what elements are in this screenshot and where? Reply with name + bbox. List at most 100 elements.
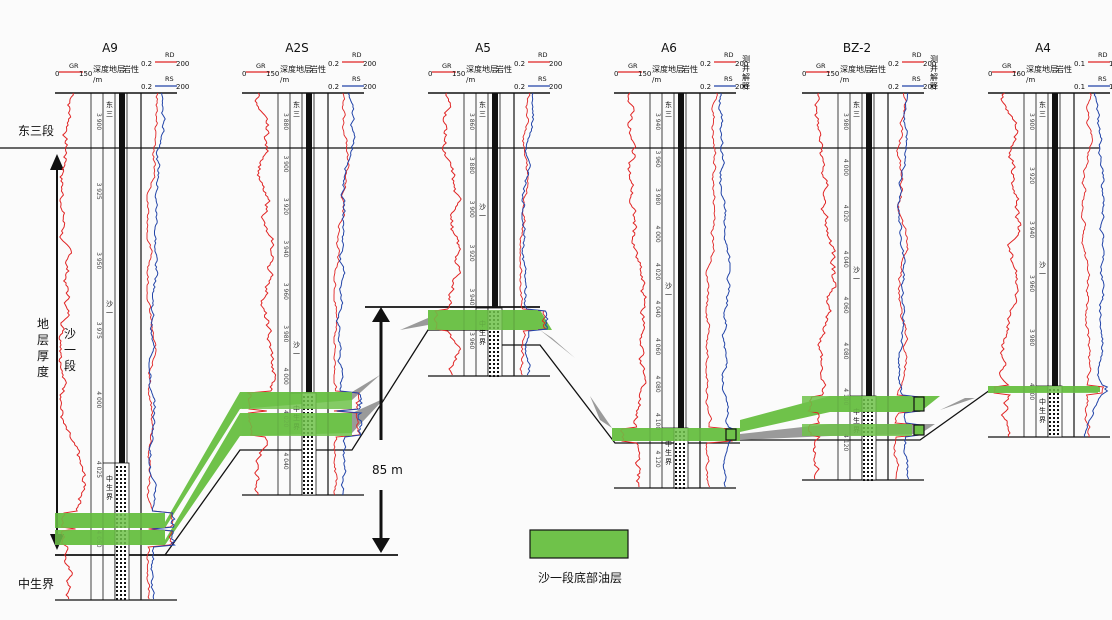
rs-max: 100 bbox=[1109, 83, 1112, 91]
lithology-dot bbox=[679, 479, 681, 481]
depth-tick-label: 4 120 bbox=[842, 434, 849, 451]
gr-min: 0 bbox=[988, 70, 992, 78]
lithology-dot bbox=[120, 482, 122, 484]
lithology-dot bbox=[493, 359, 495, 361]
lithology-dot bbox=[679, 447, 681, 449]
rs-max: 200 bbox=[923, 83, 936, 91]
lithology-dot bbox=[303, 460, 305, 462]
depth-tick-label: 3 960 bbox=[282, 283, 289, 300]
lithology-dot bbox=[116, 474, 118, 476]
gr-header-label: GR bbox=[442, 62, 452, 70]
lithology-dot bbox=[679, 455, 681, 457]
lithology-dot bbox=[120, 490, 122, 492]
depth-header: 深度 bbox=[280, 64, 296, 74]
lithology-dot bbox=[120, 558, 122, 560]
lithology-dot bbox=[311, 456, 313, 458]
lithology-dot bbox=[871, 479, 873, 481]
interpretation-header: 测井解释 bbox=[930, 55, 938, 91]
strata-label-dongsan: 东三 bbox=[293, 100, 300, 118]
strata-header: 地层 bbox=[668, 64, 684, 74]
oil-interval bbox=[988, 386, 1098, 393]
lithology-dot bbox=[867, 455, 869, 457]
lithology-dot bbox=[867, 415, 869, 417]
lithology-dot bbox=[683, 483, 685, 485]
depth-tick-label: 3 860 bbox=[468, 113, 475, 130]
lithology-dot bbox=[683, 451, 685, 453]
rd-curve bbox=[519, 92, 547, 376]
lithology-dot bbox=[675, 483, 677, 485]
lithology-dot bbox=[307, 436, 309, 438]
gr-header-label: GR bbox=[1002, 62, 1012, 70]
lithology-dot bbox=[124, 490, 126, 492]
rd-header-label: RD bbox=[912, 51, 922, 59]
rd-header-label: RD bbox=[352, 51, 362, 59]
lithology-dot bbox=[871, 459, 873, 461]
depth-tick-label: 4 040 bbox=[842, 251, 849, 268]
lithology-dot bbox=[683, 487, 685, 489]
lithology-dot bbox=[863, 459, 865, 461]
lithology-dot bbox=[683, 443, 685, 445]
rd-min: 0.2 bbox=[888, 60, 899, 68]
lithology-dot bbox=[493, 363, 495, 365]
gr-curve bbox=[807, 92, 837, 480]
gr-min: 0 bbox=[55, 70, 59, 78]
lithology-dot bbox=[675, 443, 677, 445]
lithology-dot bbox=[311, 468, 313, 470]
lithology-dot bbox=[1049, 429, 1051, 431]
lithology-dot bbox=[871, 447, 873, 449]
depth-tick-label: 4 120 bbox=[654, 451, 661, 468]
strata-label-dongsan: 东三 bbox=[853, 100, 860, 118]
lithology-dot bbox=[124, 574, 126, 576]
legend-oil-label: 沙一段底部油层 bbox=[538, 570, 622, 585]
rs-header-label: RS bbox=[165, 75, 174, 83]
lithology-dot bbox=[863, 471, 865, 473]
lithology-dot bbox=[683, 471, 685, 473]
lithology-dot bbox=[497, 343, 499, 345]
depth-tick-label: 4 000 bbox=[95, 391, 102, 408]
lithology-dot bbox=[867, 419, 869, 421]
lithology-dot bbox=[124, 582, 126, 584]
lithology-dot bbox=[1049, 421, 1051, 423]
depth-tick-label: 4 000 bbox=[654, 226, 661, 243]
rd-header-label: RD bbox=[724, 51, 734, 59]
rd-header-label: RD bbox=[165, 51, 175, 59]
gr-min: 0 bbox=[614, 70, 618, 78]
lithology-dot bbox=[493, 331, 495, 333]
lithology-column bbox=[492, 93, 498, 376]
lithology-dot bbox=[311, 444, 313, 446]
lithology-dot bbox=[124, 566, 126, 568]
lithology-dot bbox=[1049, 397, 1051, 399]
lithology-dot bbox=[116, 562, 118, 564]
oil-interval bbox=[614, 428, 724, 441]
oil-band-pinch-1 bbox=[352, 375, 380, 400]
depth-tick-label: 3 920 bbox=[282, 198, 289, 215]
gr-max: 150 bbox=[452, 70, 465, 78]
depth-tick-label: 3 960 bbox=[654, 151, 661, 168]
rs-header-label: RS bbox=[538, 75, 547, 83]
rs-curve bbox=[1083, 92, 1109, 438]
lithology-dot bbox=[1057, 401, 1059, 403]
lithology-dot bbox=[497, 375, 499, 377]
litho-header: 岩性 bbox=[310, 64, 326, 74]
rs-curve bbox=[521, 92, 549, 376]
lithology-dot bbox=[489, 331, 491, 333]
lithology-dot bbox=[1049, 413, 1051, 415]
gr-max: 150 bbox=[826, 70, 839, 78]
lithology-dot bbox=[1057, 417, 1059, 419]
rs-header-label: RS bbox=[912, 75, 921, 83]
depth-tick-label: 4 020 bbox=[654, 263, 661, 280]
lithology-dot bbox=[493, 351, 495, 353]
lithology-dot bbox=[307, 476, 309, 478]
gr-curve bbox=[620, 92, 647, 488]
rd-min: 0.1 bbox=[1074, 60, 1085, 68]
lithology-dot bbox=[863, 443, 865, 445]
lithology-dot bbox=[497, 359, 499, 361]
lithology-dot bbox=[867, 463, 869, 465]
oil-band-pinch-a4 bbox=[940, 398, 975, 410]
well-name: A9 bbox=[102, 41, 118, 55]
lithology-dot bbox=[675, 451, 677, 453]
lithology-dot bbox=[679, 471, 681, 473]
lithology-dot bbox=[311, 476, 313, 478]
lithology-dot bbox=[1053, 429, 1055, 431]
